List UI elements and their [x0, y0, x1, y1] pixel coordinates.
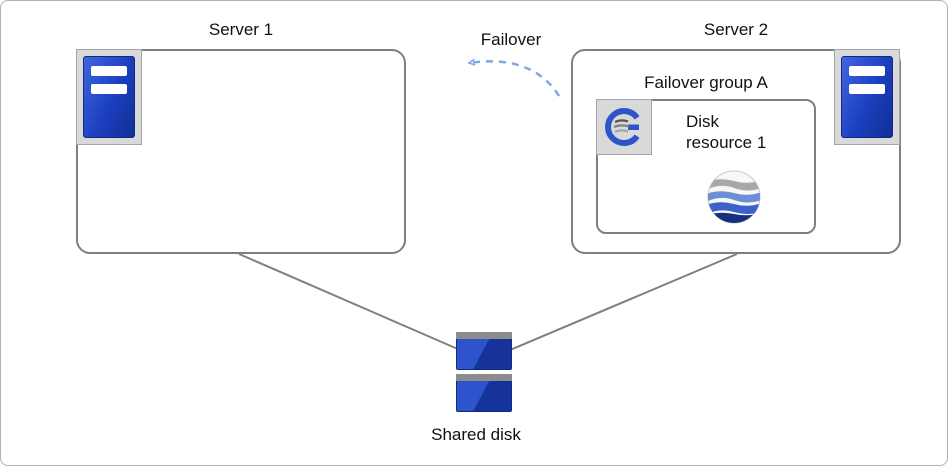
cluster-group-logo [605, 108, 640, 146]
disk-body [456, 381, 512, 412]
disk-resource-label: Disk resource 1 [686, 112, 767, 153]
server2-title: Server 2 [703, 20, 769, 39]
disk-body [456, 339, 512, 370]
connector-line-server1-disk [238, 253, 468, 354]
shared-disk-icon [456, 332, 512, 416]
server1-title: Server 1 [208, 20, 274, 39]
disk-cap [456, 332, 512, 339]
disk-unit [456, 374, 512, 412]
server-icon [76, 49, 142, 145]
server-slot [91, 66, 127, 76]
server-panel [841, 56, 893, 138]
server-slot [91, 84, 127, 94]
disk-cap [456, 374, 512, 381]
server-slot [849, 84, 885, 94]
shared-disk-label: Shared disk [431, 425, 521, 444]
failover-arrow [469, 61, 561, 97]
connector-line-server2-disk [502, 253, 738, 354]
server-slot [849, 66, 885, 76]
server-icon [834, 49, 900, 145]
disk-sphere-icon [706, 169, 762, 225]
disk-unit [456, 332, 512, 370]
cluster-group-icon [596, 99, 652, 155]
failover-group-title: Failover group A [644, 73, 768, 92]
failover-label: Failover [480, 30, 542, 49]
server-panel [83, 56, 135, 138]
